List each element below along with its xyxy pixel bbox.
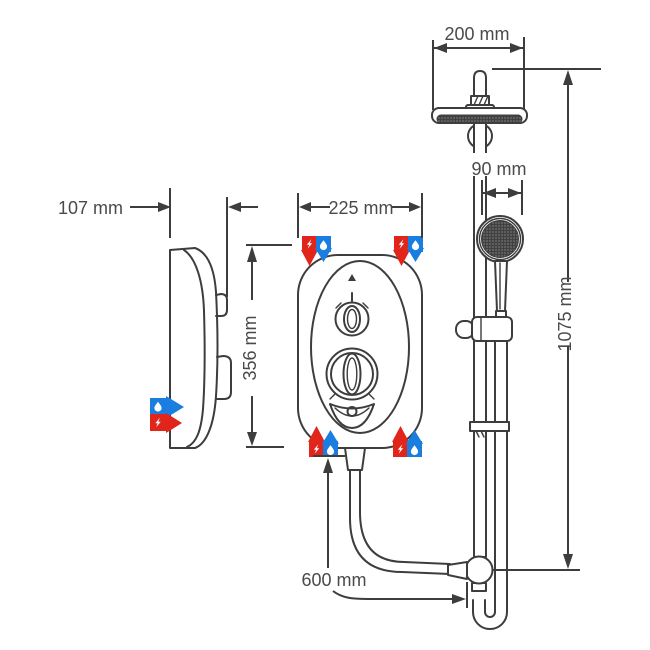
temperature-dial-outer <box>325 347 379 401</box>
rail-height-label: 1075 mm <box>555 276 575 351</box>
temperature-dial-grip-outer <box>342 352 362 396</box>
dimension-rail-height: 1075 mm <box>492 68 601 571</box>
side-upper-knob <box>215 293 228 317</box>
handset-handle <box>494 260 508 312</box>
dimension-unit-depth: 107 mm <box>58 188 258 297</box>
hose-inner-edge <box>359 469 451 565</box>
electric-arrowhead-icon <box>308 426 325 442</box>
dimension-hose-reach: 600 mm <box>301 455 468 608</box>
water-arrowhead-icon <box>322 430 339 444</box>
dimension-unit-width: 225 mm <box>297 193 423 238</box>
supply-entry-bottom-left <box>308 426 339 457</box>
electric-arrowhead-icon <box>166 413 182 433</box>
side-face-curve <box>183 249 206 448</box>
rail-clamp <box>469 421 510 438</box>
selector-knob-grip-inner <box>346 308 358 330</box>
indicator-mark <box>348 274 356 281</box>
front-face-oval <box>310 260 410 434</box>
handset-rim <box>478 217 522 261</box>
hose-reach-label: 600 mm <box>301 570 366 590</box>
supply-entry-bottom-right <box>392 426 423 457</box>
dimension-head-width: 200 mm <box>432 24 525 110</box>
temperature-dial-grip-inner <box>346 357 358 391</box>
side-body-outline <box>169 247 219 449</box>
water-arrowhead-icon <box>166 396 184 418</box>
handset-spray-face <box>481 220 519 258</box>
unit-width-label: 225 mm <box>328 198 393 218</box>
hose-outer-edge <box>349 469 451 575</box>
holder-body <box>471 316 513 342</box>
handset-holder-bracket <box>455 316 513 342</box>
water-arrowhead-icon <box>406 430 423 444</box>
shower-unit-side-view <box>150 247 232 449</box>
supply-entry-top-right <box>393 236 424 266</box>
selector-tick-right <box>362 302 369 309</box>
handset-width-label: 90 mm <box>471 159 526 179</box>
unit-depth-label: 107 mm <box>58 198 123 218</box>
dial-tick-right <box>368 393 375 400</box>
electric-arrowhead-icon <box>301 250 318 266</box>
selector-tick-left <box>335 302 342 309</box>
dimension-handset-width: 90 mm <box>471 153 528 215</box>
electric-arrowhead-icon <box>392 426 409 442</box>
temperature-dial-ring <box>330 352 374 396</box>
dial-tick-left <box>329 393 336 400</box>
hose-outlet-stub <box>344 447 366 471</box>
head-width-label: 200 mm <box>444 24 509 44</box>
electric-arrowhead-icon <box>393 250 410 266</box>
unit-height-label: 356 mm <box>240 315 260 380</box>
lower-cowl-outer <box>329 403 375 429</box>
supply-entry-side <box>150 396 184 433</box>
hose-fitting <box>447 561 468 580</box>
handset-hose-outer <box>472 317 508 630</box>
cowl-button <box>346 406 358 417</box>
selector-knob <box>334 301 370 337</box>
handset-hose-inner <box>484 317 496 618</box>
dimension-unit-height: 356 mm <box>240 244 292 448</box>
handset-shower <box>476 215 524 319</box>
overhead-spray-face <box>436 114 523 124</box>
shower-unit-front-view <box>297 254 451 575</box>
selector-knob-grip-outer <box>343 305 361 333</box>
front-body-outline <box>297 254 423 449</box>
hose-ball-joint <box>464 555 494 585</box>
supply-entry-top-left <box>301 236 332 266</box>
side-lower-knob <box>216 355 232 400</box>
